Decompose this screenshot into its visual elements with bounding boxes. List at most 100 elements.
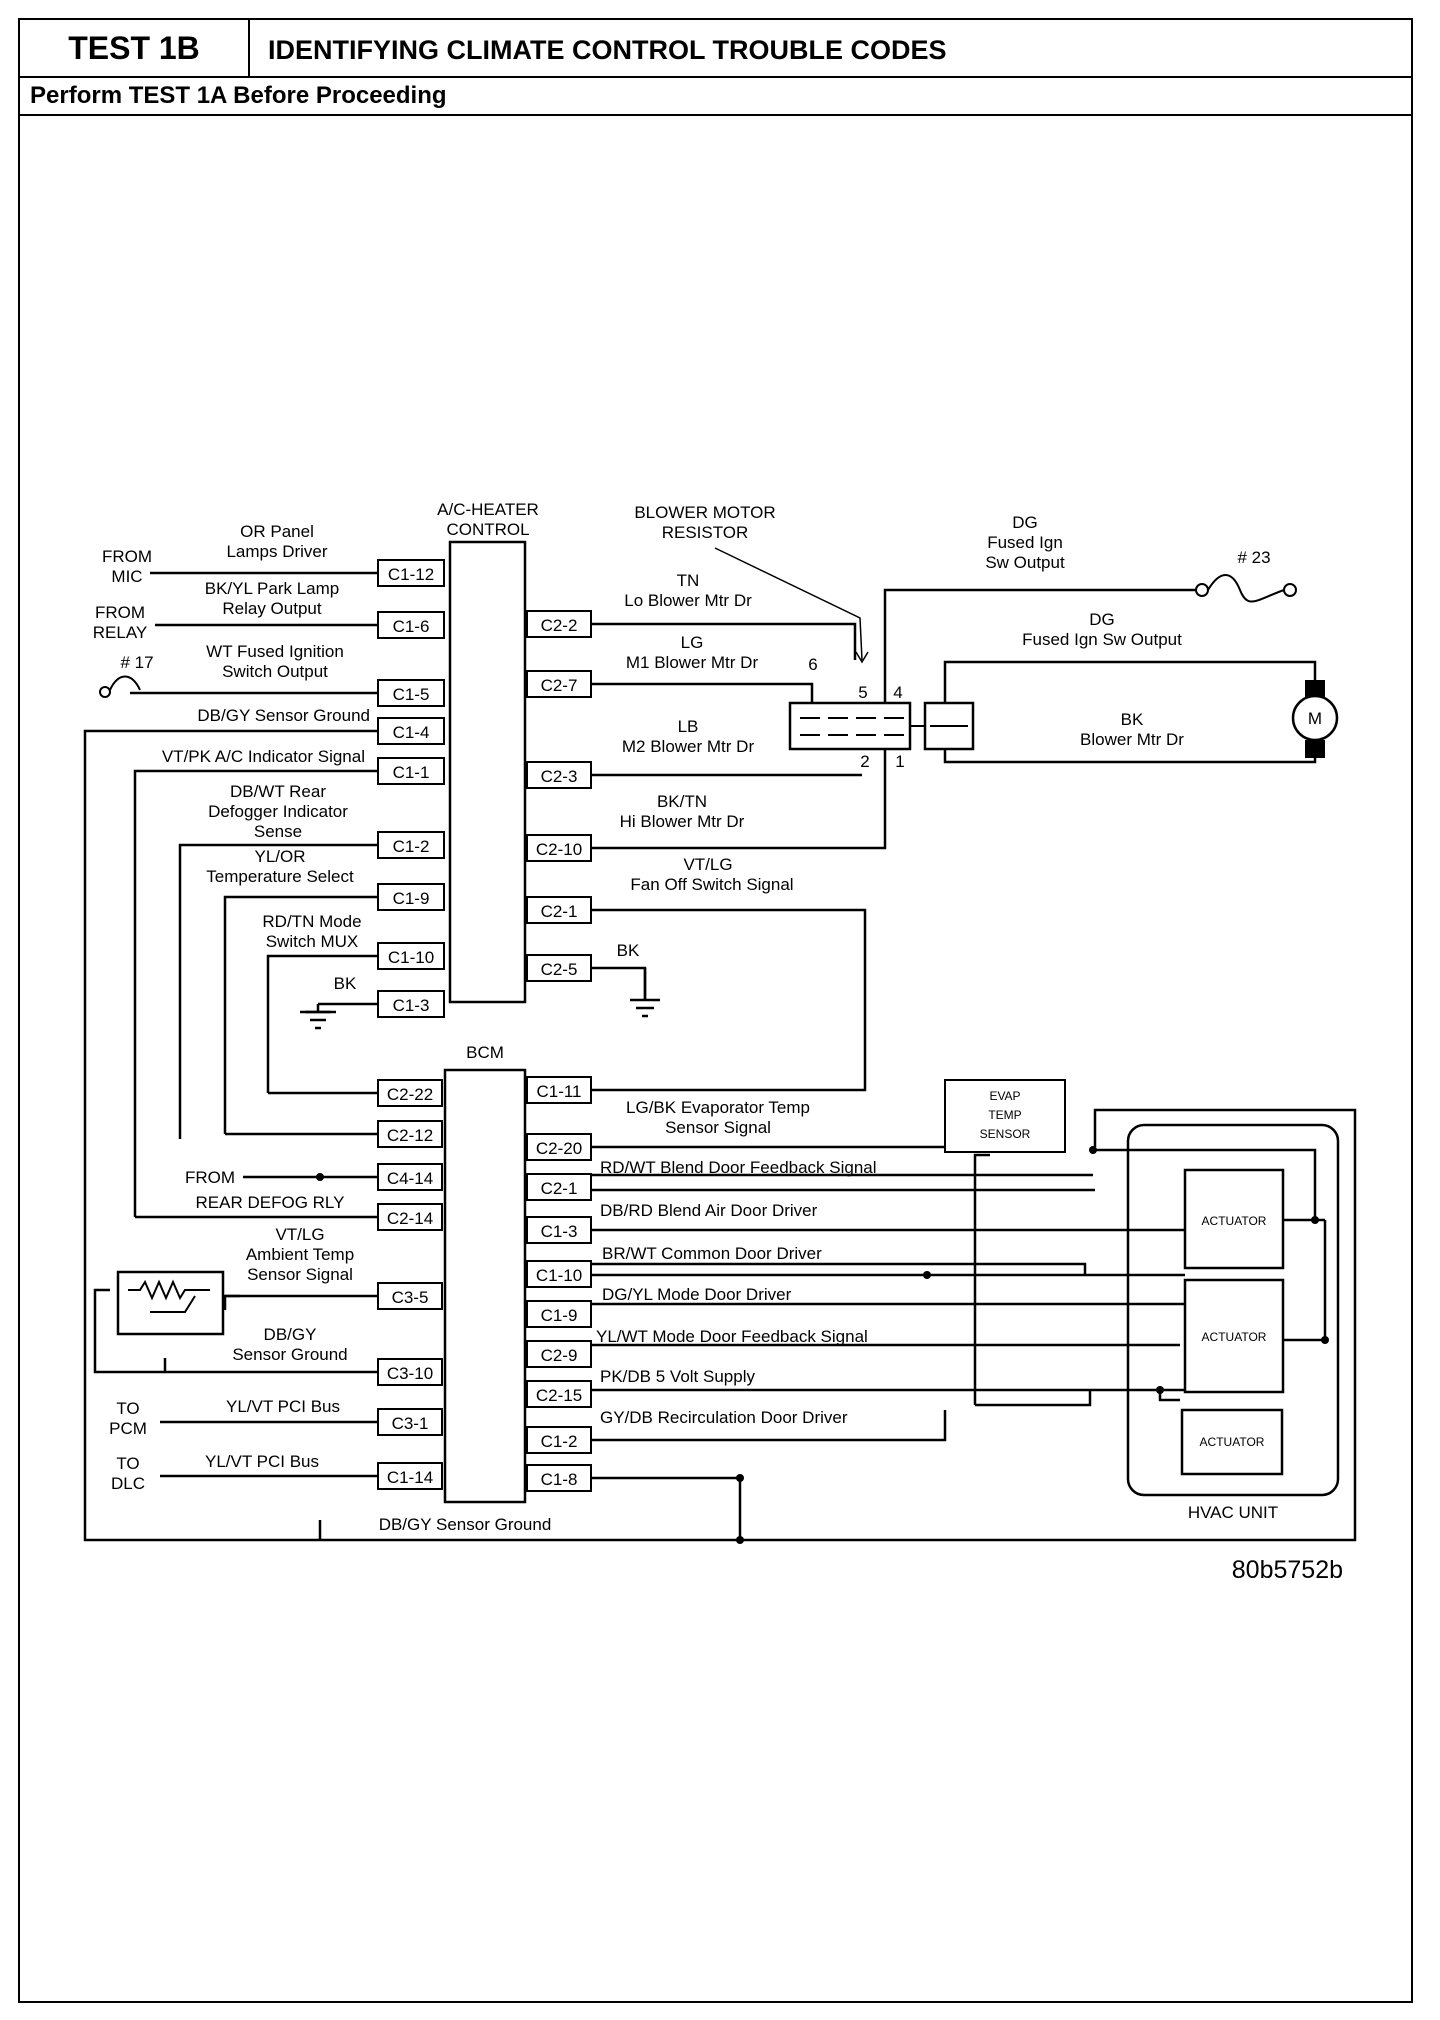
pin-label: C1-6: [393, 617, 430, 636]
bk-blower-2: Blower Mtr Dr: [1080, 730, 1184, 749]
pin-label: C1-3: [393, 996, 430, 1015]
rdtn-1: RD/TN Mode: [262, 912, 361, 931]
pin-label: C4-14: [387, 1169, 433, 1188]
actuator-label: ACTUATOR: [1202, 1330, 1267, 1344]
pin-label: C1-5: [393, 685, 430, 704]
actuator-label: ACTUATOR: [1200, 1435, 1265, 1449]
resistor-pin: 2: [860, 752, 869, 771]
pin-label: C1-10: [536, 1266, 582, 1285]
wt-fused-1: WT Fused Ignition: [206, 642, 344, 661]
bkyl-park-2: Relay Output: [222, 599, 321, 618]
pin-label: C1-3: [541, 1222, 578, 1241]
ylvt-pci-2: YL/VT PCI Bus: [205, 1452, 319, 1471]
lgbk-evap-2: Sensor Signal: [665, 1118, 771, 1137]
dbwt-2: Defogger Indicator: [208, 802, 348, 821]
evap-2: TEMP: [988, 1108, 1021, 1122]
ac-left-pins: [377, 559, 445, 1018]
bcm-right-pin-labels: C1-11 C2-20 C2-1 C1-3 C1-10 C1-9 C2-9 C2…: [536, 1082, 582, 1489]
pin-label: C2-3: [541, 767, 578, 786]
rdwt-label: RD/WT Blend Door Feedback Signal: [600, 1158, 877, 1177]
dg-second-1: DG: [1089, 610, 1115, 629]
ac-left-pin-labels: C1-12 C1-6 C1-5 C1-4 C1-1 C1-2 C1-9 C1-1…: [388, 565, 434, 1015]
bktn-2: Hi Blower Mtr Dr: [620, 812, 745, 831]
actuators: ACTUATOR ACTUATOR ACTUATOR HVAC UNIT: [1180, 1168, 1285, 1522]
pin-label: C2-1: [541, 1179, 578, 1198]
fuse23-label: # 23: [1237, 548, 1270, 567]
pin-label: C2-7: [541, 676, 578, 695]
lb-1: LB: [678, 717, 699, 736]
pin-label: C1-11: [536, 1082, 581, 1101]
ylvt-pci-1: YL/VT PCI Bus: [226, 1397, 340, 1416]
pin-label: C1-9: [541, 1306, 578, 1325]
to-dlc-1: TO: [116, 1454, 139, 1473]
pin-label: C2-2: [541, 616, 578, 635]
dbgy-sg-1: DB/GY: [264, 1325, 317, 1344]
ac-heater-title-2: CONTROL: [446, 520, 529, 539]
pkdb-label: PK/DB 5 Volt Supply: [600, 1367, 755, 1386]
pin-label: C2-20: [536, 1139, 582, 1158]
pin-label: C2-14: [387, 1209, 433, 1228]
resistor-pin: 5: [858, 683, 867, 702]
bkyl-park-1: BK/YL Park Lamp: [205, 579, 340, 598]
to-pcm-1: TO: [116, 1399, 139, 1418]
or-panel-2: Lamps Driver: [226, 542, 327, 561]
ylor-2: Temperature Select: [206, 867, 354, 886]
dbgy-sg-2: Sensor Ground: [232, 1345, 347, 1364]
pin-label: C2-10: [536, 840, 582, 859]
resistor-pin: 6: [808, 655, 817, 674]
vtlg-fan-1: VT/LG: [683, 855, 732, 874]
fuse-23: # 23: [1195, 548, 1297, 603]
pin-label: C1-10: [388, 948, 434, 967]
brwt-label: BR/WT Common Door Driver: [602, 1244, 822, 1263]
evap-3: SENSOR: [980, 1127, 1031, 1141]
from-relay-1: FROM: [95, 603, 145, 622]
ylor-1: YL/OR: [254, 847, 305, 866]
hvac-unit-label: HVAC UNIT: [1188, 1503, 1278, 1522]
ac-right-pin-labels: C2-2 C2-7 C2-3 C2-10 C2-1 C2-5: [536, 616, 582, 979]
bcm-box: [443, 1068, 527, 1504]
vtlg-amb-1: VT/LG: [275, 1225, 324, 1244]
fuse-17: # 17: [99, 653, 154, 698]
lgbk-evap-1: LG/BK Evaporator Temp: [626, 1098, 810, 1117]
bk-blower-1: BK: [1121, 710, 1144, 729]
gydb-label: GY/DB Recirculation Door Driver: [600, 1408, 848, 1427]
pin-label: C2-1: [541, 902, 578, 921]
motor-icon: [1291, 694, 1339, 742]
from-defog-2: REAR DEFOG RLY: [196, 1193, 345, 1212]
pin-label: C1-14: [387, 1468, 433, 1487]
pin-label: C1-2: [541, 1432, 578, 1451]
dg-top-3: Sw Output: [985, 553, 1065, 572]
header-row: TEST 1B IDENTIFYING CLIMATE CONTROL TROU…: [20, 20, 1411, 78]
from-defog-1: FROM: [185, 1168, 235, 1187]
evap-1: EVAP: [989, 1089, 1020, 1103]
figure-id: 80b5752b: [1232, 1556, 1343, 1584]
dg-top-2: Fused Ign: [987, 533, 1063, 552]
bk-ground-label: BK: [334, 974, 357, 993]
vtlg-fan-2: Fan Off Switch Signal: [630, 875, 793, 894]
ambient-sensor-box: [116, 1270, 225, 1336]
vtpk-label: VT/PK A/C Indicator Signal: [162, 747, 365, 766]
resistor-box: [788, 701, 912, 751]
tn-1: TN: [677, 571, 700, 590]
dbgy-ground-label: DB/GY Sensor Ground: [197, 706, 370, 725]
lg-2: M1 Blower Mtr Dr: [626, 653, 759, 672]
pin-label: C3-1: [392, 1414, 429, 1433]
bk-label: BK: [617, 941, 640, 960]
pin-label: C2-5: [541, 960, 578, 979]
pin-label: C1-9: [393, 889, 430, 908]
pin-label: C2-22: [387, 1085, 433, 1104]
dbwt-3: Sense: [254, 822, 302, 841]
actuator-box: [1180, 1408, 1284, 1476]
dg-second-2: Fused Ign Sw Output: [1022, 630, 1182, 649]
ylwt-label: YL/WT Mode Door Feedback Signal: [596, 1327, 868, 1346]
vtlg-amb-2: Ambient Temp: [246, 1245, 354, 1264]
test-title: IDENTIFYING CLIMATE CONTROL TROUBLE CODE…: [268, 35, 947, 65]
dbrd-label: DB/RD Blend Air Door Driver: [600, 1201, 818, 1220]
actuator-box: [1183, 1278, 1285, 1394]
bktn-1: BK/TN: [657, 792, 707, 811]
left-labels: FROM MIC OR Panel Lamps Driver FROM RELA…: [93, 522, 552, 1534]
pin-label: C1-1: [393, 763, 430, 782]
dgyl-label: DG/YL Mode Door Driver: [602, 1285, 792, 1304]
fuse17-label: # 17: [120, 653, 153, 672]
from-mic-1: FROM: [102, 547, 152, 566]
